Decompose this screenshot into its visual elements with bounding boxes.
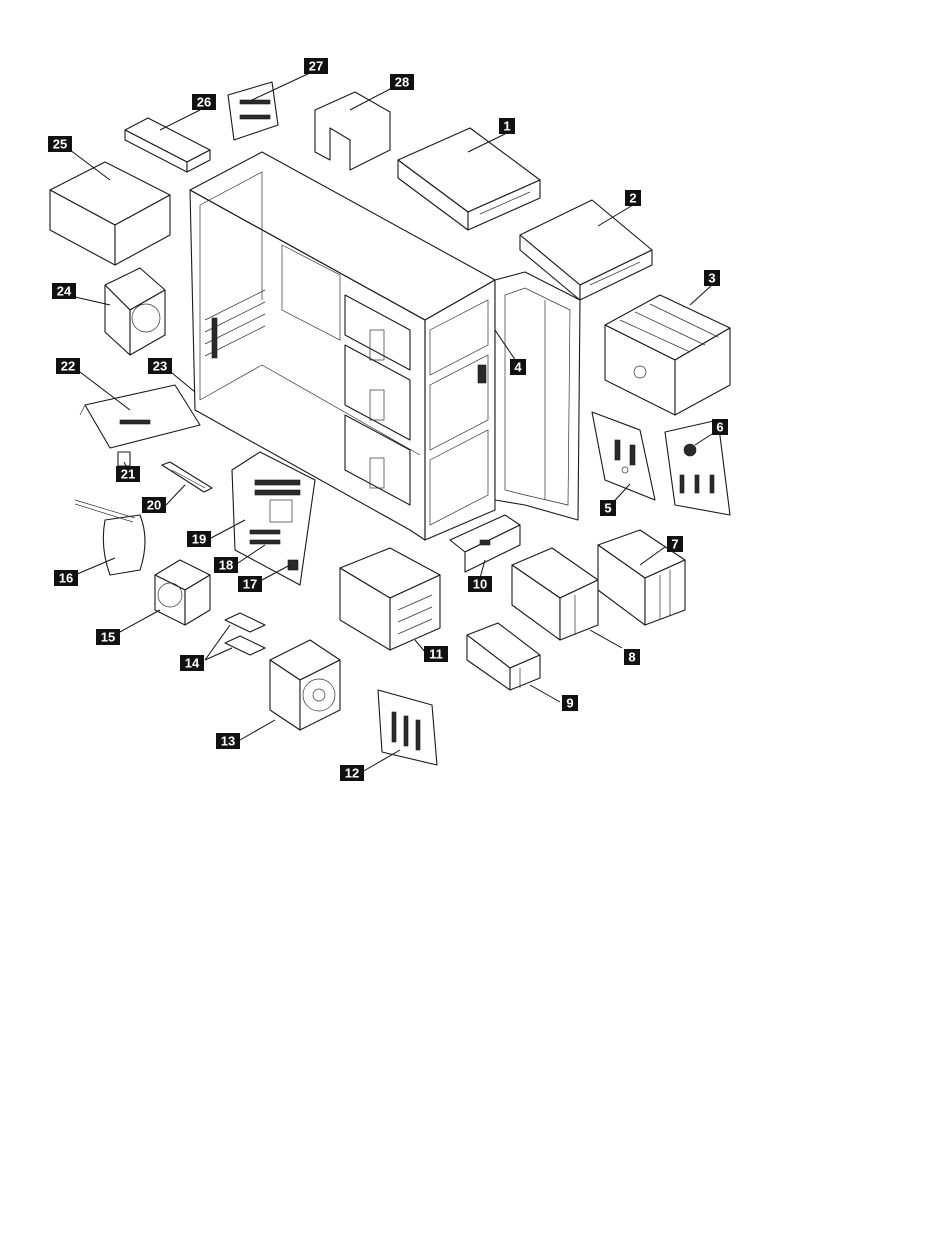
- small-part-21: [118, 452, 130, 466]
- callout-21: 21: [116, 466, 140, 482]
- callout-26: 26: [192, 94, 216, 110]
- callout-label: 14: [185, 656, 200, 671]
- backplane-5: [592, 412, 655, 500]
- callout-3: 3: [704, 270, 720, 286]
- callout-25: 25: [48, 136, 72, 152]
- callout-label: 13: [221, 734, 235, 749]
- drive-cage-11: [340, 548, 440, 650]
- callout-label: 3: [708, 271, 715, 286]
- backplane-12: [378, 690, 437, 765]
- optical-drive-1: [398, 128, 540, 230]
- callout-22: 22: [56, 358, 80, 374]
- callout-label: 10: [473, 577, 487, 592]
- callout-label: 4: [514, 360, 522, 375]
- callout-label: 5: [604, 501, 611, 516]
- memory-module-20: [162, 462, 212, 492]
- callout-label: 7: [671, 537, 678, 552]
- callout-12: 12: [340, 765, 364, 781]
- callout-label: 26: [197, 95, 211, 110]
- front-door: [495, 272, 580, 520]
- callout-label: 6: [716, 420, 723, 435]
- callout-17: 17: [238, 576, 262, 592]
- callout-label: 12: [345, 766, 359, 781]
- callout-label: 9: [566, 696, 573, 711]
- callout-4: 4: [510, 359, 526, 375]
- callout-5: 5: [600, 500, 616, 516]
- callout-10: 10: [468, 576, 492, 592]
- callout-19: 19: [187, 531, 211, 547]
- callout-label: 28: [395, 75, 409, 90]
- callout-label: 25: [53, 137, 67, 152]
- callout-13: 13: [216, 733, 240, 749]
- callout-label: 17: [243, 577, 257, 592]
- callout-18: 18: [214, 557, 238, 573]
- callout-label: 18: [219, 558, 233, 573]
- callout-27: 27: [304, 58, 328, 74]
- drive-tray-8: [512, 548, 598, 640]
- callout-label: 27: [309, 59, 323, 74]
- callout-label: 15: [101, 630, 115, 645]
- callout-1: 1: [499, 118, 515, 134]
- callout-28: 28: [390, 74, 414, 90]
- callout-11: 11: [424, 646, 448, 662]
- supercap-16: [75, 500, 145, 575]
- callout-label: 24: [57, 284, 72, 299]
- system-board-19: [232, 452, 315, 585]
- heatsink-fan-15: [155, 560, 210, 625]
- callout-9: 9: [562, 695, 578, 711]
- callout-23: 23: [148, 358, 172, 374]
- callout-2: 2: [625, 190, 641, 206]
- air-baffle-28: [315, 92, 390, 170]
- callout-label: 20: [147, 498, 161, 513]
- callout-label: 23: [153, 359, 167, 374]
- fan-13: [270, 640, 340, 730]
- callout-label: 19: [192, 532, 206, 547]
- callout-7: 7: [667, 536, 683, 552]
- pci-riser-27: [228, 82, 278, 140]
- callout-20: 20: [142, 497, 166, 513]
- callout-15: 15: [96, 629, 120, 645]
- pci-slot-brackets: [205, 290, 265, 358]
- callout-label: 11: [429, 647, 443, 662]
- callout-label: 21: [121, 467, 135, 482]
- front-drive-bays: [345, 295, 410, 505]
- drive-tray-9: [467, 623, 540, 690]
- pcie-adapter-22: [80, 385, 200, 448]
- callout-label: 2: [629, 191, 636, 206]
- callout-8: 8: [624, 649, 640, 665]
- callout-6: 6: [712, 419, 728, 435]
- callout-label: 16: [59, 571, 73, 586]
- callout-16: 16: [54, 570, 78, 586]
- callout-label: 8: [628, 650, 635, 665]
- callout-14: 14: [180, 655, 204, 671]
- psu-filler-25: [50, 162, 170, 265]
- fan-24: [105, 268, 165, 355]
- callout-label: 22: [61, 359, 75, 374]
- callout-24: 24: [52, 283, 76, 299]
- drive-cage-3: [605, 295, 730, 415]
- callout-label: 1: [503, 119, 510, 134]
